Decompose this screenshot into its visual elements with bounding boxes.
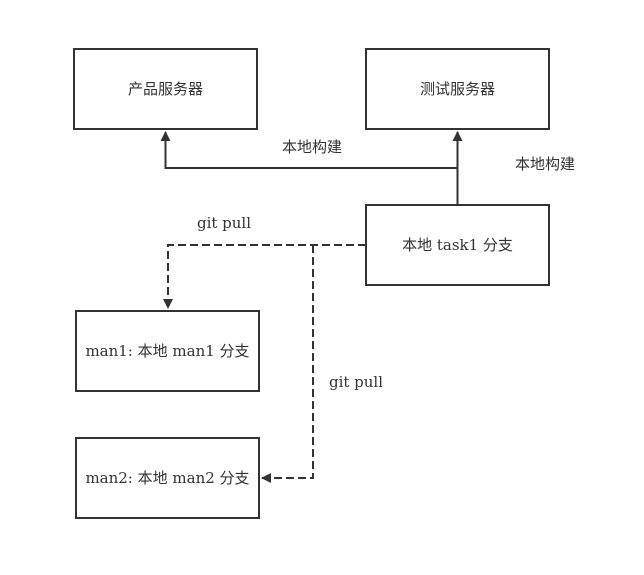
node-man2-branch: man2: 本地 man2 分支 — [75, 437, 260, 519]
edge-pull-to-man1: git pull — [163, 214, 366, 309]
node-prod-server: 产品服务器 — [73, 48, 258, 130]
node-man1-branch-label: man1: 本地 man1 分支 — [85, 342, 249, 360]
node-task1-branch-label: 本地 task1 分支 — [402, 236, 513, 254]
node-man1-branch-box — [75, 310, 260, 392]
node-test-server-box — [365, 48, 550, 130]
edge-pull-to-man1-label: git pull — [197, 214, 251, 232]
edge-build-to-test-label: 本地构建 — [515, 155, 575, 173]
node-prod-server-box — [73, 48, 258, 130]
node-man2-branch-label: man2: 本地 man2 分支 — [85, 469, 249, 487]
edge-pull-to-man2-line — [261, 245, 314, 483]
node-task1-branch: 本地 task1 分支 — [365, 204, 550, 286]
node-prod-server-label: 产品服务器 — [128, 80, 203, 98]
node-test-server: 测试服务器 — [365, 48, 550, 130]
edge-build-to-prod: 本地构建 — [160, 131, 458, 169]
node-man2-branch-box — [75, 437, 260, 519]
node-man1-branch: man1: 本地 man1 分支 — [75, 310, 260, 392]
edge-build-to-test: 本地构建 — [452, 131, 575, 205]
edge-pull-to-man2: git pull — [261, 245, 383, 483]
edge-build-to-prod-label: 本地构建 — [282, 138, 342, 156]
edge-build-to-prod-line — [160, 131, 458, 169]
edge-pull-to-man2-label: git pull — [329, 373, 383, 391]
edge-pull-to-man1-line — [163, 244, 366, 309]
node-test-server-label: 测试服务器 — [420, 80, 495, 98]
